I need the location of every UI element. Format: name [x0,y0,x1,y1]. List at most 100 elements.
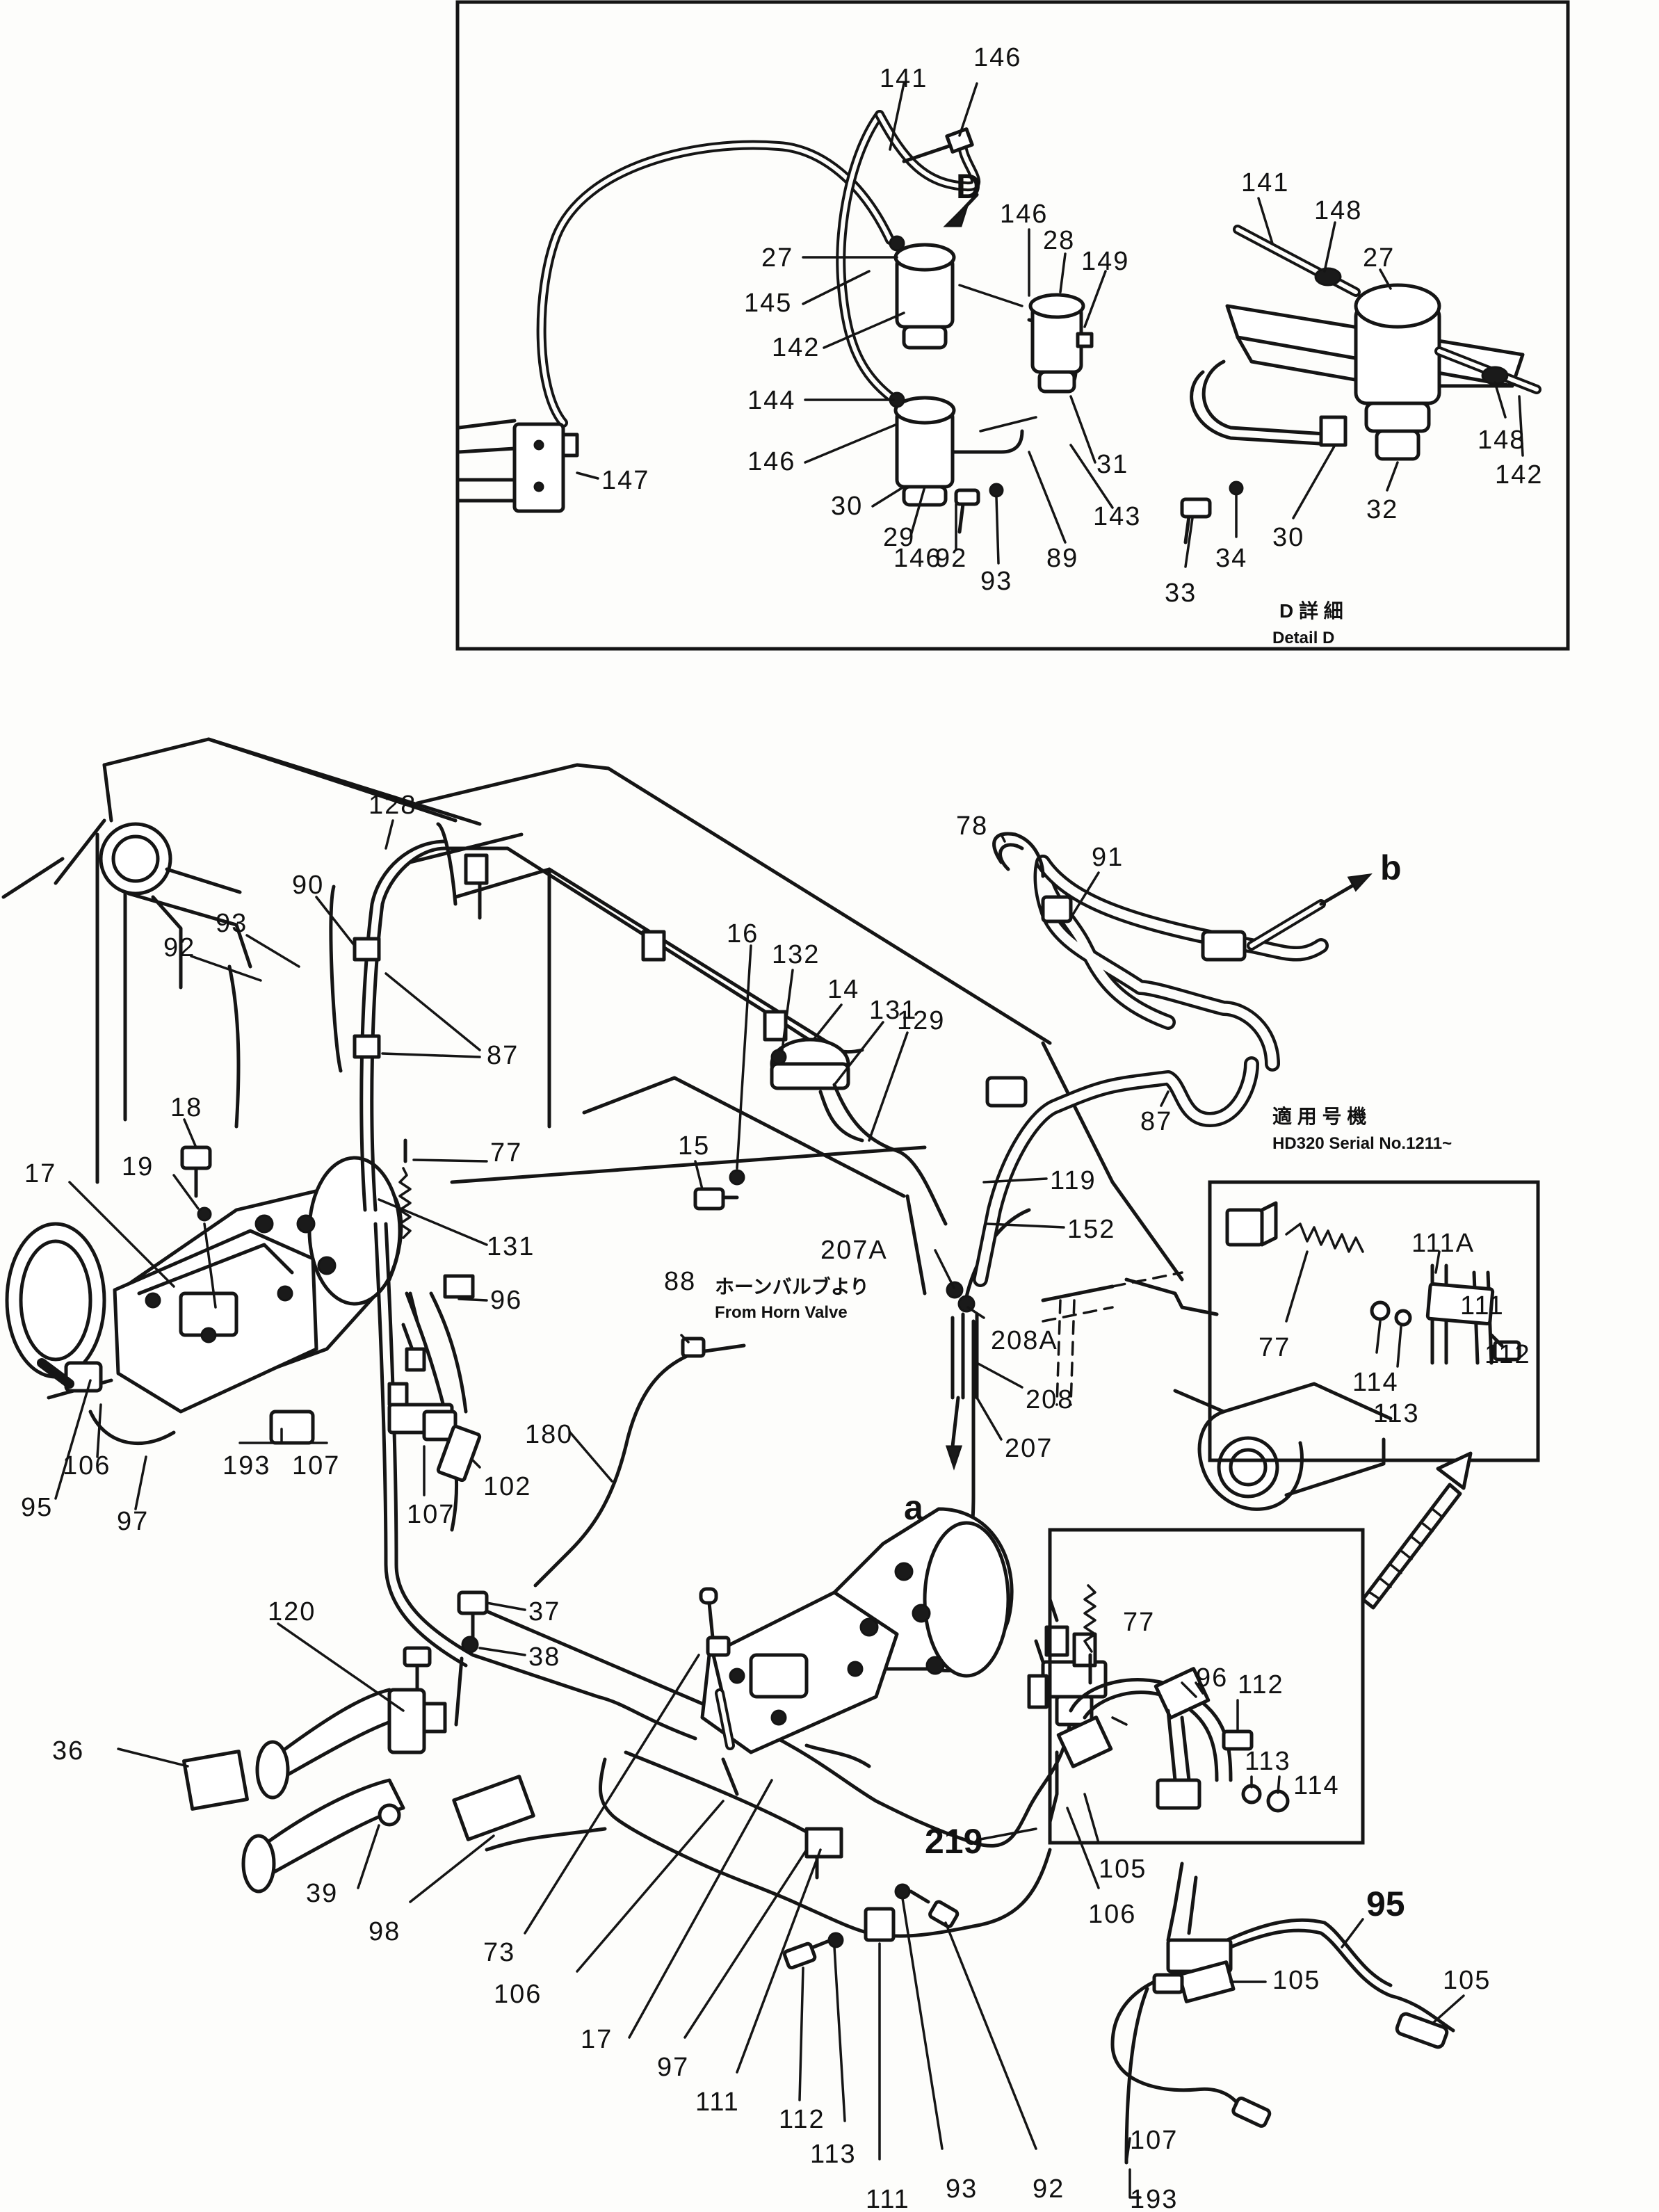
callout-77: 77 [1123,1608,1155,1637]
callout-d-arrow: D [956,167,981,206]
callout-97: 97 [117,1507,149,1536]
callout-18: 18 [170,1093,202,1122]
callout-152: 152 [1067,1215,1115,1244]
valve-block-105 [1027,1597,1113,1824]
callout-107: 107 [407,1500,455,1529]
hatched-arrow [1361,1451,1473,1610]
callout-14: 14 [827,975,859,1004]
callout-111: 111 [866,2185,910,2212]
callout-38: 38 [528,1642,560,1672]
callout-144: 144 [747,386,795,415]
callout-106: 106 [494,1980,542,2009]
callout-131: 131 [487,1232,535,1261]
spring-77 [398,1138,412,1239]
callout-112: 112 [779,2105,825,2134]
callout-29: 29 [883,523,915,552]
callout-27: 27 [761,243,793,273]
callout-95: 95 [1366,1884,1405,1923]
valve-27 [889,235,956,350]
callout-17: 17 [581,2025,613,2054]
callout-114: 114 [1293,1771,1340,1800]
callout-96: 96 [1196,1663,1228,1693]
callout-148: 148 [1314,196,1362,225]
callout-77: 77 [490,1138,522,1168]
callout-77: 77 [1259,1333,1290,1362]
callout-92: 92 [1033,2174,1065,2204]
horn-valve-note-jp: ホーンバルブより [715,1275,869,1298]
callout-17: 17 [24,1159,56,1188]
callout-19: 19 [122,1152,154,1181]
callout-141: 141 [1241,168,1289,197]
callout-141: 141 [880,64,928,93]
callout-113: 113 [810,2140,857,2169]
lower-inset [1048,1528,1365,1845]
main-leader-lines [54,819,1465,2164]
callout-142: 142 [1495,460,1543,490]
callout-208: 208 [1026,1385,1074,1414]
callout-129: 129 [897,1006,945,1035]
valve-28 [1028,293,1094,394]
callout-193: 193 [222,1451,270,1480]
callout-132: 132 [772,940,820,969]
detail-d-leaders [576,82,1524,568]
callout-105: 105 [1272,1966,1320,1995]
callout-33: 33 [1165,579,1197,608]
left-compressor-assembly [5,1145,403,1445]
air-lines [353,832,1373,1848]
callout-112: 112 [1484,1340,1531,1369]
callout-114: 114 [1352,1368,1399,1397]
serial-note-en: HD320 Serial No.1211~ [1272,1134,1452,1153]
callout-97: 97 [657,2053,689,2082]
callout-36: 36 [52,1736,84,1766]
callout-105: 105 [1099,1855,1147,1884]
callout-87: 87 [487,1041,519,1070]
callout-111a: 111A [1411,1229,1475,1258]
callout-107: 107 [1130,2126,1178,2155]
callout-146: 146 [1000,200,1048,229]
callout-148: 148 [1478,426,1526,455]
callout-93: 93 [946,2174,978,2204]
callout-96: 96 [490,1286,522,1315]
callout-142: 142 [772,333,820,362]
callout-92: 92 [163,933,195,962]
callout-87: 87 [1140,1107,1172,1136]
callout-119: 119 [1050,1166,1096,1195]
callout-102: 102 [483,1472,531,1501]
main-callouts: 128 90 93 92 87 18 19 17 77 131 96 95 10… [21,791,1531,2212]
block-147 [457,419,579,513]
callout-98: 98 [369,1917,400,1946]
callout-111: 111 [695,2088,740,2117]
callout-16: 16 [727,919,759,948]
detail-d-bracket [1180,225,1541,544]
frame-structure [1,737,1393,1511]
detail-d-inset: 141 146 D 146 28 149 27 145 142 144 146 … [455,0,1570,651]
valve-29 [889,391,956,507]
callout-78: 78 [956,812,988,841]
callout-106: 106 [63,1451,111,1480]
callout-95: 95 [21,1493,53,1522]
callout-143: 143 [1093,502,1141,531]
horn-assembly-36 [182,1646,535,1894]
serial-note-jp: 適 用 号 機 [1272,1105,1366,1127]
detail-d-caption-jp: D 詳 細 [1279,599,1343,622]
callout-131: 131 [869,996,917,1025]
detail-d-caption-en: Detail D [1272,629,1334,647]
callout-30: 30 [1272,523,1304,552]
lower-compressor-assembly [699,1507,1014,1796]
callout-92: 92 [935,544,967,573]
callout-93: 93 [980,567,1012,596]
callout-34: 34 [1215,544,1247,573]
callout-37: 37 [528,1597,560,1626]
callout-145: 145 [744,289,792,318]
callout-a: a [904,1488,924,1527]
callout-91: 91 [1092,843,1124,872]
callout-28: 28 [1043,226,1075,255]
callout-113: 113 [1373,1399,1420,1428]
callout-107: 107 [292,1451,340,1480]
callout-147: 147 [601,466,649,495]
callout-105: 105 [1443,1966,1491,1995]
callout-b: b [1380,848,1402,887]
callout-128: 128 [369,791,416,820]
callout-31: 31 [1096,450,1128,479]
